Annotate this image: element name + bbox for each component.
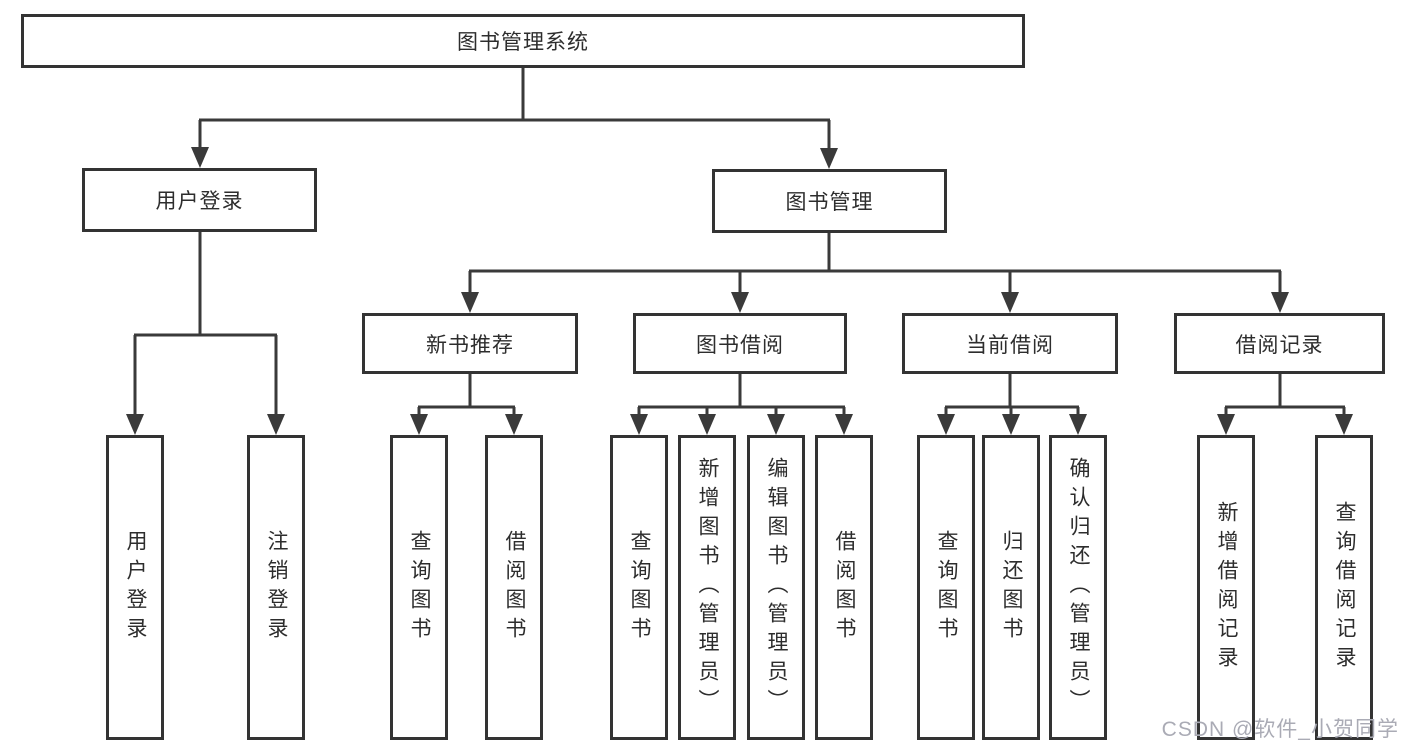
node-label: 用户登录	[124, 529, 147, 646]
leaf-edit-book-admin: 编辑图书（管理员）	[747, 435, 805, 740]
node-label: 编辑图书（管理员）	[765, 457, 788, 718]
node-label: 查询图书	[408, 529, 431, 646]
node-label: 注销登录	[265, 529, 288, 646]
node-label: 新增借阅记录	[1215, 500, 1238, 675]
node-label: 借阅图书	[503, 529, 526, 646]
leaf-borrow-books-borrowing: 借阅图书	[815, 435, 873, 740]
leaf-add-borrow-record: 新增借阅记录	[1197, 435, 1255, 740]
node-label: 确认归还（管理员）	[1067, 457, 1090, 718]
leaf-query-books-borrowing: 查询图书	[610, 435, 668, 740]
leaf-logout: 注销登录	[247, 435, 305, 740]
node-user-login: 用户登录	[82, 168, 317, 232]
node-label: 当前借阅	[966, 333, 1054, 357]
node-label: 借阅记录	[1235, 333, 1324, 357]
node-label: 图书管理	[785, 191, 874, 214]
leaf-return-books: 归还图书	[982, 435, 1040, 740]
node-label: 图书管理系统	[457, 31, 589, 54]
node-root: 图书管理系统	[21, 14, 1025, 68]
leaf-query-books-recommend: 查询图书	[390, 435, 448, 740]
node-book-management: 图书管理	[712, 169, 947, 233]
leaf-user-login: 用户登录	[106, 435, 164, 740]
leaf-query-borrow-record: 查询借阅记录	[1315, 435, 1373, 740]
node-label: 新增图书（管理员）	[696, 457, 719, 718]
node-label: 新书推荐	[426, 333, 514, 357]
node-new-book-recommend: 新书推荐	[362, 313, 578, 374]
leaf-confirm-return-admin: 确认归还（管理员）	[1049, 435, 1107, 740]
node-label: 用户登录	[155, 190, 244, 213]
node-label: 查询借阅记录	[1333, 500, 1356, 675]
node-book-borrowing: 图书借阅	[633, 313, 847, 374]
node-label: 图书借阅	[696, 333, 784, 357]
leaf-query-books-current: 查询图书	[917, 435, 975, 740]
node-current-borrowing: 当前借阅	[902, 313, 1118, 374]
arrowheads	[126, 147, 1353, 435]
node-label: 归还图书	[1000, 529, 1023, 646]
node-label: 借阅图书	[833, 529, 856, 646]
node-label: 查询图书	[628, 529, 651, 646]
leaf-add-book-admin: 新增图书（管理员）	[678, 435, 736, 740]
node-label: 查询图书	[935, 529, 958, 646]
leaf-borrow-books-recommend: 借阅图书	[485, 435, 543, 740]
node-borrow-records: 借阅记录	[1174, 313, 1385, 374]
watermark: CSDN @软件_小贺同学	[1161, 718, 1399, 741]
